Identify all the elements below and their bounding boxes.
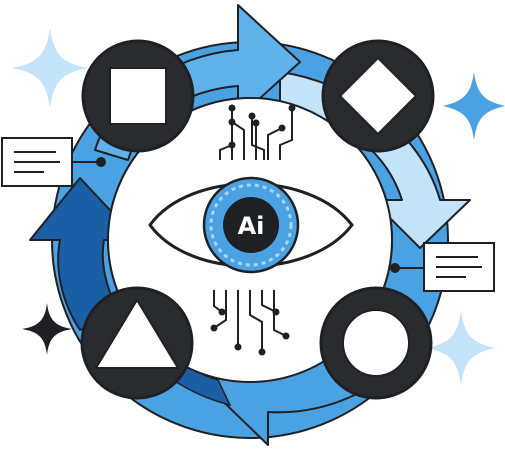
note-card-icon [1, 137, 106, 187]
circuit-icon [228, 104, 296, 149]
triangle-shape-node [80, 286, 194, 400]
square-shape-node [81, 39, 195, 153]
diamond-shape-node [321, 39, 435, 153]
circle-shape-node [319, 286, 433, 400]
sparkle-icon [427, 310, 495, 386]
note-card-icon [390, 242, 495, 292]
sparkle-icon [22, 303, 72, 355]
sparkle-icon [12, 28, 88, 108]
circuit-icon [210, 308, 290, 356]
ai-label: Ai [238, 212, 265, 240]
eye-icon: Ai [148, 176, 354, 274]
sparkle-icon [443, 72, 505, 140]
circuit-icon [219, 110, 293, 160]
